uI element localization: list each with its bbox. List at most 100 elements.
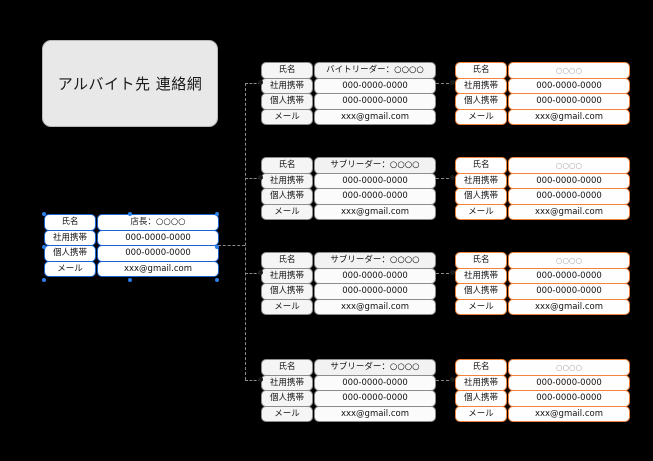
row-value-work-phone[interactable]: 000-0000-0000	[314, 374, 436, 391]
row-label-name: 氏名	[455, 157, 507, 174]
connector-trunk-vertical	[245, 83, 246, 380]
row-label-work-phone: 社用携帯	[455, 77, 507, 94]
selection-handle-top-left[interactable]	[42, 212, 46, 216]
row-value-private-phone[interactable]: 000-0000-0000	[508, 283, 630, 300]
card-row-private-phone: 個人携帯 000-0000-0000	[455, 93, 630, 110]
row-value-work-phone[interactable]: 000-0000-0000	[508, 374, 630, 391]
row-value-mail[interactable]: xxx@gmail.com	[314, 405, 436, 422]
contact-card-member-4[interactable]: 氏名 ○○○○ 社用携帯 000-0000-0000 個人携帯 000-0000…	[455, 359, 630, 425]
row-value-name[interactable]: サブリーダー：○○○○	[314, 157, 436, 174]
row-value-name[interactable]: ○○○○	[508, 252, 630, 269]
card-row-name: 氏名 サブリーダー：○○○○	[261, 359, 436, 376]
contact-card-member-3[interactable]: 氏名 ○○○○ 社用携帯 000-0000-0000 個人携帯 000-0000…	[455, 252, 630, 318]
card-row-name: 氏名 ○○○○	[455, 62, 630, 79]
connector-leader-3-to-member-3	[436, 273, 454, 274]
card-row-private-phone: 個人携帯 000-0000-0000	[455, 283, 630, 300]
row-value-work-phone[interactable]: 000-0000-0000	[508, 267, 630, 284]
selection-handle-mid-right[interactable]	[215, 245, 219, 249]
row-value-private-phone[interactable]: 000-0000-0000	[508, 390, 630, 407]
row-value-private-phone[interactable]: 000-0000-0000	[508, 188, 630, 205]
row-value-work-phone[interactable]: 000-0000-0000	[314, 77, 436, 94]
row-value-name[interactable]: ○○○○	[508, 359, 630, 376]
row-value-private-phone[interactable]: 000-0000-0000	[314, 283, 436, 300]
row-label-mail: メール	[261, 298, 313, 315]
selection-handle-bottom-left[interactable]	[42, 278, 46, 282]
selection-handle-bottom-right[interactable]	[215, 278, 219, 282]
row-value-name[interactable]: バイトリーダー：○○○○	[314, 62, 436, 79]
row-value-name[interactable]: ○○○○	[508, 62, 630, 79]
row-value-work-phone[interactable]: 000-0000-0000	[97, 229, 219, 246]
member-2-name-text: ○○○○	[555, 160, 583, 170]
row-value-name[interactable]: サブリーダー：○○○○	[314, 252, 436, 269]
row-label-private-phone: 個人携帯	[44, 245, 96, 262]
row-label-name: 氏名	[455, 359, 507, 376]
selection-handle-top-mid[interactable]	[128, 212, 132, 216]
connector-dot-member-4	[450, 377, 455, 382]
row-value-mail[interactable]: xxx@gmail.com	[508, 298, 630, 315]
row-value-mail[interactable]: xxx@gmail.com	[314, 108, 436, 125]
card-row-name: 氏名 サブリーダー：○○○○	[261, 157, 436, 174]
contact-card-leader-2[interactable]: 氏名 サブリーダー：○○○○ 社用携帯 000-0000-0000 個人携帯 0…	[261, 157, 436, 223]
row-value-mail[interactable]: xxx@gmail.com	[314, 203, 436, 220]
contact-card-leader-4[interactable]: 氏名 サブリーダー：○○○○ 社用携帯 000-0000-0000 個人携帯 0…	[261, 359, 436, 425]
manager-name-text: 店長：○○○○	[130, 217, 186, 227]
selection-handle-top-right[interactable]	[215, 212, 219, 216]
row-label-name: 氏名	[261, 252, 313, 269]
row-value-private-phone[interactable]: 000-0000-0000	[314, 93, 436, 110]
connector-dot-leader-2	[258, 175, 263, 180]
card-row-mail: メール xxx@gmail.com	[455, 108, 630, 125]
row-value-work-phone[interactable]: 000-0000-0000	[508, 77, 630, 94]
card-row-name: 氏名 ○○○○	[455, 359, 630, 376]
card-row-mail: メール xxx@gmail.com	[261, 108, 436, 125]
row-label-mail: メール	[261, 108, 313, 125]
row-value-private-phone[interactable]: 000-0000-0000	[97, 245, 219, 262]
row-value-name[interactable]: ○○○○	[508, 157, 630, 174]
row-value-private-phone[interactable]: 000-0000-0000	[314, 188, 436, 205]
row-label-private-phone: 個人携帯	[455, 93, 507, 110]
card-row-work-phone: 社用携帯 000-0000-0000	[455, 77, 630, 94]
contact-card-member-2[interactable]: 氏名 ○○○○ 社用携帯 000-0000-0000 個人携帯 000-0000…	[455, 157, 630, 223]
card-row-mail: メール xxx@gmail.com	[261, 203, 436, 220]
contact-card-manager[interactable]: 氏名 店長：○○○○ 社用携帯 000-0000-0000 個人携帯 000-0…	[44, 214, 219, 280]
card-row-name: 氏名 バイトリーダー：○○○○	[261, 62, 436, 79]
selection-handle-mid-left[interactable]	[42, 245, 46, 249]
row-value-private-phone[interactable]: 000-0000-0000	[508, 93, 630, 110]
row-value-work-phone[interactable]: 000-0000-0000	[508, 172, 630, 189]
row-value-name[interactable]: サブリーダー：○○○○	[314, 359, 436, 376]
row-label-work-phone: 社用携帯	[261, 267, 313, 284]
row-label-work-phone: 社用携帯	[44, 229, 96, 246]
row-label-work-phone: 社用携帯	[455, 267, 507, 284]
card-row-mail: メール xxx@gmail.com	[455, 298, 630, 315]
row-value-work-phone[interactable]: 000-0000-0000	[314, 172, 436, 189]
leader-1-name-text: バイトリーダー：○○○○	[326, 65, 424, 75]
row-value-mail[interactable]: xxx@gmail.com	[508, 108, 630, 125]
row-value-mail[interactable]: xxx@gmail.com	[314, 298, 436, 315]
card-row-private-phone: 個人携帯 000-0000-0000	[261, 390, 436, 407]
member-3-name-text: ○○○○	[555, 255, 583, 265]
connector-leader-2-to-member-2	[436, 178, 454, 179]
card-row-private-phone: 個人携帯 000-0000-0000	[261, 93, 436, 110]
card-row-private-phone: 個人携帯 000-0000-0000	[455, 188, 630, 205]
selection-handle-bottom-mid[interactable]	[128, 278, 132, 282]
connector-dot-leader-1	[258, 80, 263, 85]
row-value-mail[interactable]: xxx@gmail.com	[508, 203, 630, 220]
title-card[interactable]: アルバイト先 連絡網	[42, 40, 218, 127]
row-label-private-phone: 個人携帯	[455, 283, 507, 300]
row-value-private-phone[interactable]: 000-0000-0000	[314, 390, 436, 407]
card-row-name: 氏名 サブリーダー：○○○○	[261, 252, 436, 269]
row-label-name: 氏名	[455, 62, 507, 79]
contact-card-leader-3[interactable]: 氏名 サブリーダー：○○○○ 社用携帯 000-0000-0000 個人携帯 0…	[261, 252, 436, 318]
contact-card-member-1[interactable]: 氏名 ○○○○ 社用携帯 000-0000-0000 個人携帯 000-0000…	[455, 62, 630, 128]
row-value-work-phone[interactable]: 000-0000-0000	[314, 267, 436, 284]
row-label-name: 氏名	[261, 157, 313, 174]
row-label-work-phone: 社用携帯	[455, 172, 507, 189]
row-label-private-phone: 個人携帯	[455, 188, 507, 205]
row-label-mail: メール	[261, 405, 313, 422]
row-value-name[interactable]: 店長：○○○○	[97, 214, 219, 231]
connector-dot-leader-3	[258, 270, 263, 275]
row-value-mail[interactable]: xxx@gmail.com	[97, 260, 219, 277]
row-value-mail[interactable]: xxx@gmail.com	[508, 405, 630, 422]
row-label-name: 氏名	[44, 214, 96, 231]
contact-card-leader-1[interactable]: 氏名 バイトリーダー：○○○○ 社用携帯 000-0000-0000 個人携帯 …	[261, 62, 436, 128]
connector-manager-to-trunk	[218, 245, 245, 246]
